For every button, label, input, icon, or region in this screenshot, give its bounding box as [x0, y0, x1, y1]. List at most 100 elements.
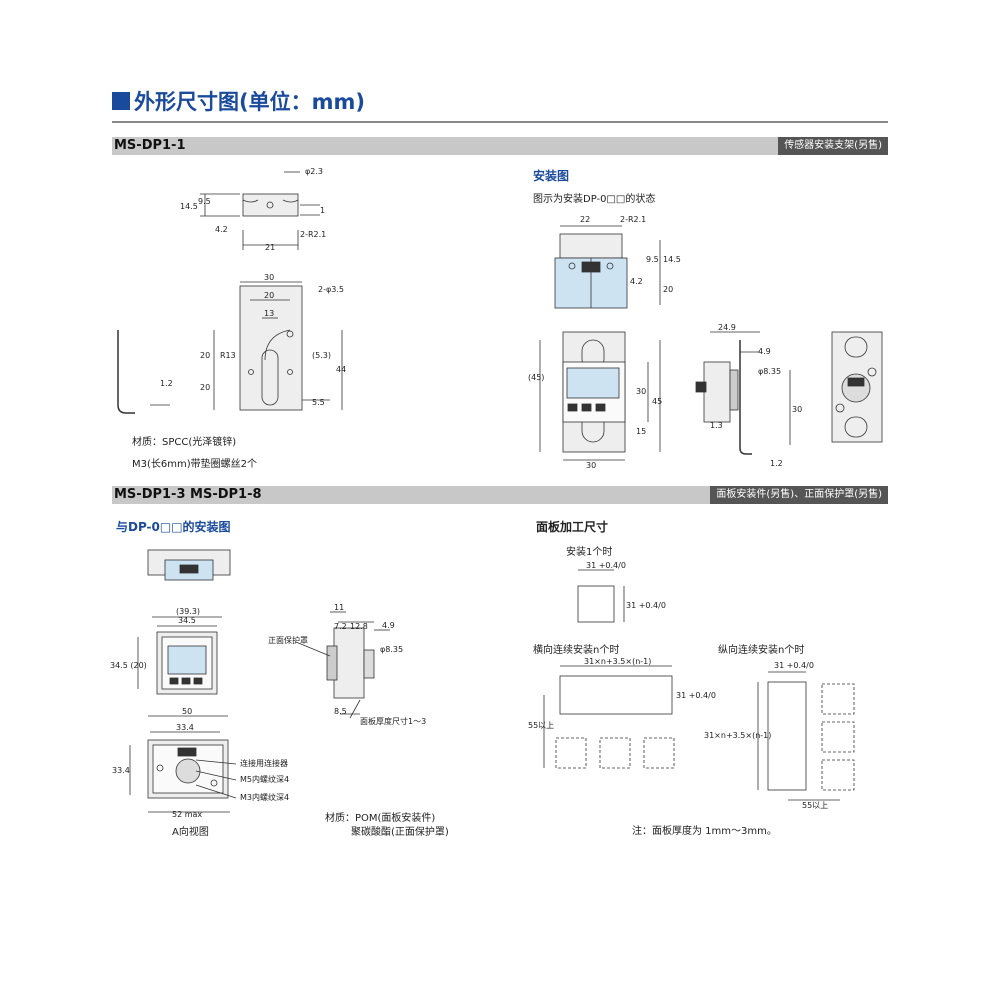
mount-dim-9-5: 9.5 — [646, 255, 659, 264]
title-square-icon — [112, 92, 130, 110]
mount-dim-4-9: 4.9 — [758, 347, 771, 356]
mount-note: 图示为安装DP-0□□的状态 — [533, 194, 656, 205]
pm-dim-34-5: 34.5 — [178, 616, 196, 625]
view-a-dims: 50 33.4 33.4 52 max 连接用连接器 M5内螺纹深4 M3内螺纹… — [112, 707, 289, 819]
dim-5-5: 5.5 — [312, 398, 325, 407]
section1-screws: M3(长6mm)带垫圈螺丝2个 — [132, 459, 257, 470]
mount-dim-45p: (45) — [528, 373, 544, 382]
dim-2-phi3-5: 2-φ3.5 — [318, 285, 344, 294]
section1-model: MS-DP1-1 — [114, 138, 186, 153]
dim-20c: 20 — [200, 383, 210, 392]
mount-dim-22: 22 — [580, 215, 590, 224]
pc-min55-v: 55以上 — [802, 801, 828, 810]
panel-cut-horizontal-dims: 31×n+3.5×(n-1) 31 +0.4/0 55以上 — [528, 657, 716, 730]
dim-5-3: (5.3) — [312, 351, 331, 360]
section1-tag: 传感器安装支架(另售) — [778, 137, 888, 155]
m5-label: M5内螺纹深4 — [240, 774, 289, 784]
dim-13: 13 — [264, 309, 274, 318]
pc-min55-h: 55以上 — [528, 721, 554, 730]
mount-dim-1-2: 1.2 — [770, 459, 783, 468]
bracket-top-dims: φ2.3 14.5 9.5 1 4.2 21 2-R2.1 — [180, 167, 326, 252]
panel-mount-side-dims: 11 7.2 12.8 4.9 φ8.35 8.5 正面保护罩 面板厚度尺寸1～… — [268, 603, 426, 726]
pc-formula-h: 31×n+3.5×(n-1) — [584, 657, 651, 666]
dim-1: 1 — [320, 206, 325, 215]
pc-dim-31b: 31 +0.4/0 — [626, 601, 666, 610]
panel-heading: 面板加工尺寸 — [536, 520, 609, 534]
pc-dim-31a: 31 +0.4/0 — [586, 561, 626, 570]
section1-material: 材质：SPCC(光泽镀锌) — [132, 437, 237, 448]
dim-phi2-3: φ2.3 — [305, 167, 323, 176]
pm-dim-34-5-20: 34.5 (20) — [110, 661, 147, 670]
pc-dim-31c: 31 +0.4/0 — [676, 691, 716, 700]
page-title: 外形尺寸图(单位：mm) — [112, 86, 365, 116]
panel-note: 注：面板厚度为 1mm～3mm。 — [632, 826, 777, 837]
pm-dim-8-5: 8.5 — [334, 707, 347, 716]
bracket-top-view — [200, 171, 320, 250]
dim-20: 20 — [264, 291, 274, 300]
panel-mount-top-view — [147, 549, 231, 581]
dim-4-2: 4.2 — [215, 225, 228, 234]
mount-dim-r21: 2-R2.1 — [620, 215, 646, 224]
panel-mount-side-view — [295, 611, 390, 719]
pm-dim-12-8: 12.8 — [350, 622, 368, 631]
front-cover-label: 正面保护罩 — [268, 635, 308, 645]
view-a-drawing — [129, 715, 237, 813]
panel-mount-front-dims: (39.3) 34.5 34.5 (20) — [110, 607, 200, 670]
dim-r13: R13 — [220, 351, 236, 360]
mount-side-view — [695, 331, 791, 455]
dim-30: 30 — [264, 273, 274, 282]
material-pc: 聚碳酸酯(正面保护罩) — [351, 827, 449, 838]
view-a-label: A向视图 — [172, 827, 209, 838]
panel-thickness-label: 面板厚度尺寸1～3 — [360, 716, 426, 726]
bracket-front-view — [117, 281, 343, 414]
pm-dim-phi835: φ8.35 — [380, 645, 403, 654]
section2-tag: 面板安装件(另售)、正面保护罩(另售) — [710, 486, 888, 504]
mount-front-dims: (45) 30 45 15 30 — [528, 373, 662, 470]
mount-dim-phi835: φ8.35 — [758, 367, 781, 376]
dim-9-5: 9.5 — [198, 197, 211, 206]
install-heading: 与DP-0□□的安装图 — [116, 520, 231, 534]
material-pom: 材质：POM(面板安装件) — [325, 813, 436, 824]
panel-cut-vertical-dims: 31 +0.4/0 31×n+3.5×(n-1) 55以上 — [704, 661, 828, 810]
mount-dim-30a: 30 — [636, 387, 646, 396]
pm-dim-52max: 52 max — [172, 810, 202, 819]
m3-label: M3内螺纹深4 — [240, 792, 289, 802]
panel-cut-single-dims: 31 +0.4/0 31 +0.4/0 — [586, 561, 666, 610]
dim-44: 44 — [336, 365, 346, 374]
bracket-front-dims: 30 20 2-φ3.5 13 R13 20 (5.3) 20 44 5.5 1… — [160, 273, 346, 407]
panel-mount-front-view — [137, 616, 222, 695]
mount-top-view — [554, 225, 661, 309]
mount-dim-45: 45 — [652, 397, 662, 406]
section2-bar: MS-DP1-3 MS-DP1-8 面板安装件(另售)、正面保护罩(另售) — [112, 486, 888, 504]
mount-dim-30c: 30 — [792, 405, 802, 414]
title-rule — [112, 121, 888, 123]
mount-dim-15: 15 — [636, 427, 646, 436]
mount-dim-14-5: 14.5 — [663, 255, 681, 264]
mount-dim-4-2: 4.2 — [630, 277, 643, 286]
panel-cut-horizontal — [543, 665, 675, 769]
panel-single: 安装1个时 — [566, 547, 613, 558]
section1-bar: MS-DP1-1 传感器安装支架(另售) — [112, 137, 888, 155]
dim-20b: 20 — [200, 351, 210, 360]
section2-model: MS-DP1-3 MS-DP1-8 — [114, 487, 262, 502]
pm-dim-33-4a: 33.4 — [176, 723, 194, 732]
panel-cut-single — [577, 569, 625, 623]
pm-dim-4-9: 4.9 — [382, 621, 395, 630]
pc-dim-31d: 31 +0.4/0 — [774, 661, 814, 670]
panel-horizontal: 横向连续安装n个时 — [533, 645, 620, 656]
dim-21: 21 — [265, 243, 275, 252]
dim-2-r2-1: 2-R2.1 — [300, 230, 326, 239]
mount-dim-24-9: 24.9 — [718, 323, 736, 332]
pm-dim-50: 50 — [182, 707, 192, 716]
connector-label: 连接用连接器 — [240, 758, 288, 768]
dim-14-5: 14.5 — [180, 202, 198, 211]
mount-dim-30b: 30 — [586, 461, 596, 470]
pm-dim-39-3: (39.3) — [176, 607, 200, 616]
mount-dim-20: 20 — [663, 285, 673, 294]
page-title-text: 外形尺寸图(单位：mm) — [134, 90, 365, 114]
pm-dim-7-2: 7.2 — [334, 622, 347, 631]
dim-1-2: 1.2 — [160, 379, 173, 388]
panel-cut-vertical — [757, 671, 855, 801]
mount-front-view — [539, 331, 661, 461]
